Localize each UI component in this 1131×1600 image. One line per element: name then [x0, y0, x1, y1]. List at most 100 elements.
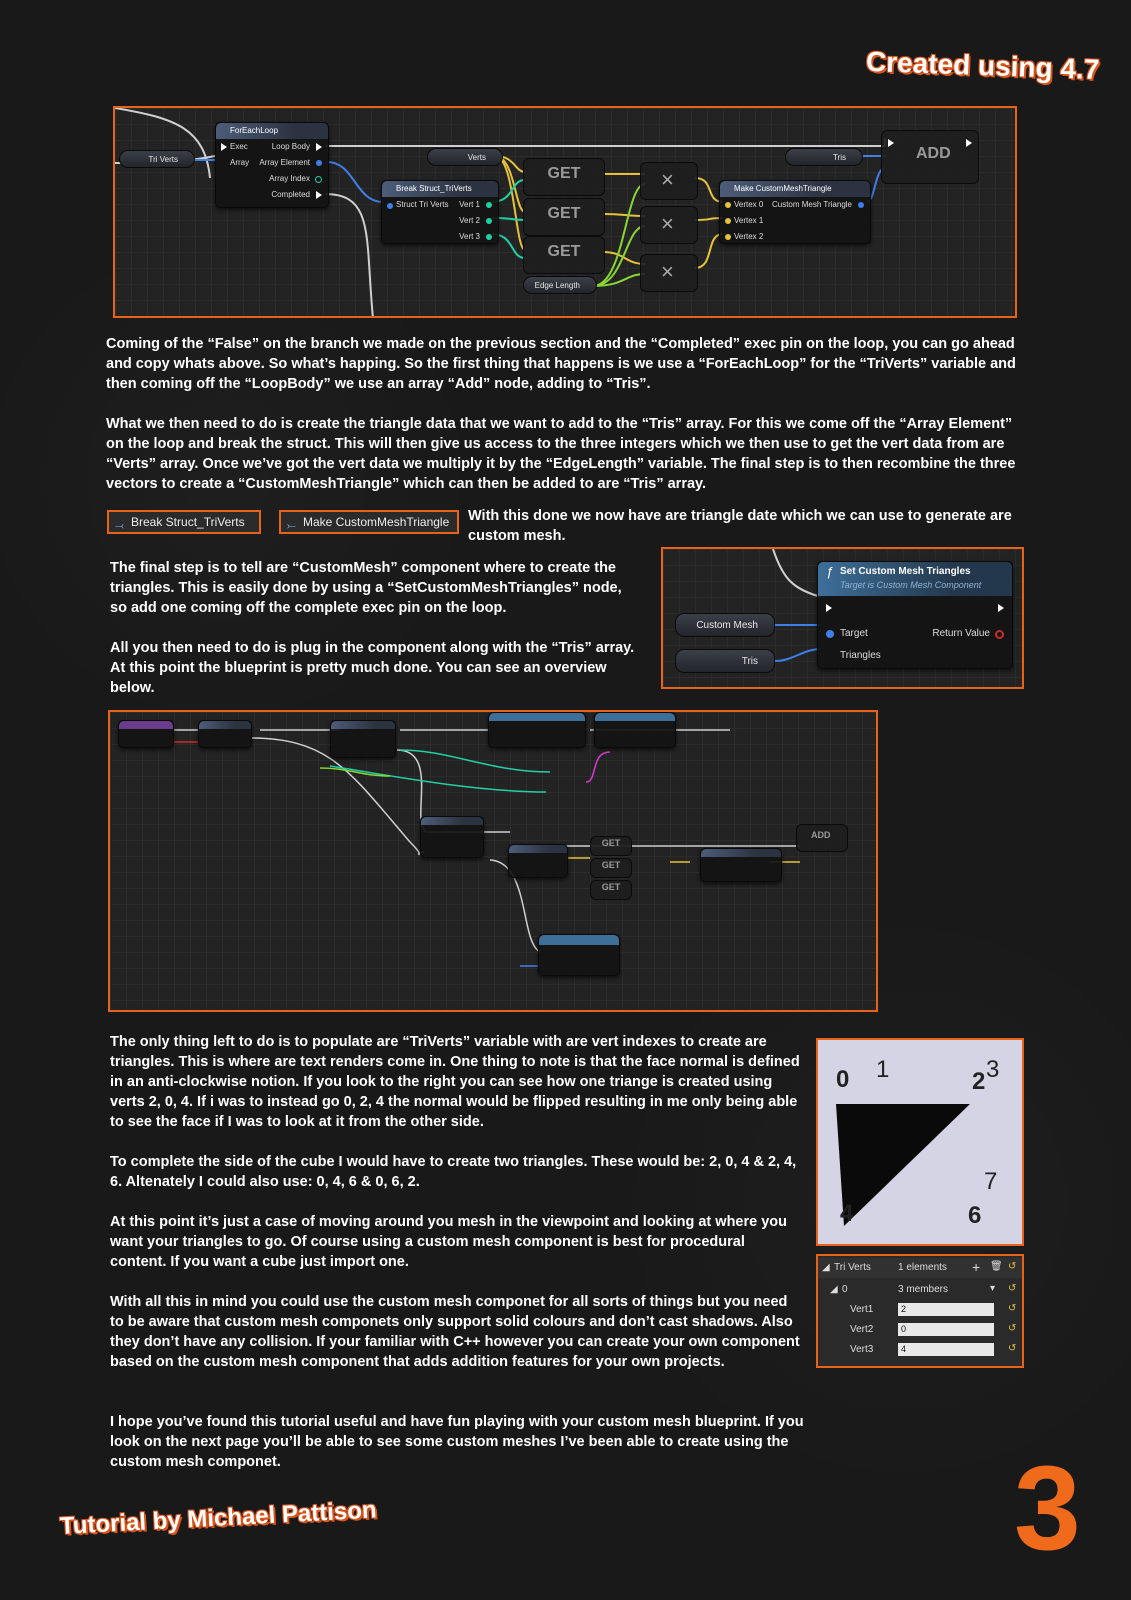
- break-struct-button-label: Break Struct_TriVerts: [131, 515, 245, 529]
- break-vert3-pin: Vert 3: [459, 232, 480, 241]
- vert-label-0: 0: [836, 1066, 850, 1093]
- paragraph-1: Coming of the “False” on the branch we m…: [106, 336, 1016, 392]
- break-struct-button[interactable]: ⤙ Break Struct_TriVerts: [107, 510, 261, 534]
- paragraph-5: All you then need to do is plug in the c…: [110, 640, 635, 696]
- reset-icon[interactable]: ↺: [1008, 1323, 1017, 1334]
- make-vertex2-pin: Vertex 2: [734, 232, 764, 241]
- get-node-2[interactable]: GET: [523, 198, 605, 236]
- break-vert2-pin: Vert 2: [459, 216, 480, 225]
- overview-node-make[interactable]: [700, 848, 782, 882]
- get-node-1[interactable]: GET: [523, 158, 605, 196]
- overview-node-comment[interactable]: [118, 720, 174, 748]
- array-add-node[interactable]: ADD: [881, 130, 979, 184]
- paragraph-6: The only thing left to do is to populate…: [110, 1034, 800, 1130]
- mesh-triangle: [836, 1104, 970, 1226]
- paragraph-8: At this point it’s just a case of moving…: [110, 1214, 788, 1270]
- vert-label-7: 7: [984, 1168, 998, 1195]
- vert-label-3: 3: [986, 1056, 1000, 1083]
- overview-get-3[interactable]: GET: [590, 880, 632, 900]
- overview-node-set[interactable]: [594, 712, 676, 748]
- tutorial-credit: Tutorial by Michael Pattison: [59, 1496, 378, 1540]
- tris-variable[interactable]: Tris: [785, 148, 863, 166]
- details-index-label: 0: [842, 1284, 848, 1295]
- break-struct-input-pin: Struct Tri Verts: [396, 200, 449, 209]
- wires-set-triangles: [772, 549, 822, 662]
- details-members-count: 3 members: [898, 1284, 949, 1295]
- overview-node-set-triangles[interactable]: [538, 934, 620, 976]
- break-struct-node[interactable]: Break Struct_TriVerts Struct Tri Verts V…: [381, 180, 499, 244]
- overview-get-2[interactable]: GET: [590, 858, 632, 878]
- vert3-field[interactable]: 4: [898, 1343, 994, 1356]
- trash-icon[interactable]: 🗑: [990, 1261, 1003, 1272]
- paragraph-9: With all this in mind you could use the …: [110, 1294, 800, 1370]
- reset-icon[interactable]: ↺: [1008, 1343, 1017, 1354]
- overview-node-add-component[interactable]: [488, 712, 586, 748]
- get-node-3[interactable]: GET: [523, 236, 605, 274]
- edge-length-variable[interactable]: Edge Length: [523, 276, 597, 294]
- vert-label-4: 4: [840, 1200, 854, 1227]
- foreach-completed-pin: Completed: [271, 190, 310, 199]
- foreach-loop-title: ForEachLoop: [216, 123, 328, 139]
- tris-variable-2[interactable]: Tris: [675, 649, 775, 673]
- make-triangle-button-label: Make CustomMeshTriangle: [303, 515, 450, 529]
- tri-verts-variable[interactable]: Tri Verts: [119, 150, 195, 168]
- make-vertex1-pin: Vertex 1: [734, 216, 764, 225]
- multiply-node-3[interactable]: ×: [640, 254, 698, 292]
- foreach-exec-pin: Exec: [230, 142, 248, 151]
- foreach-array-pin: Array: [230, 158, 250, 167]
- make-triangle-title: Make CustomMeshTriangle: [720, 181, 870, 197]
- make-triangle-icon: ⤚: [287, 520, 296, 532]
- paragraph-3: With this done we now have are triangle …: [468, 508, 1012, 544]
- vert3-label: Vert3: [850, 1344, 874, 1355]
- break-struct-icon: ⤙: [115, 520, 124, 532]
- custom-mesh-variable[interactable]: Custom Mesh: [675, 613, 775, 637]
- overview-node-foreach-1[interactable]: [330, 720, 396, 758]
- multiply-node-2[interactable]: ×: [640, 206, 698, 244]
- function-icon: ƒ: [826, 564, 834, 579]
- foreach-array-index-pin: Array Index: [269, 174, 310, 183]
- set-triangles-triangles-pin: Triangles: [840, 650, 881, 661]
- vert-label-6: 6: [968, 1202, 982, 1229]
- make-output-pin: Custom Mesh Triangle: [771, 200, 852, 209]
- foreach-loop-node[interactable]: ForEachLoop Exec Array Loop Body Array E…: [215, 122, 329, 208]
- make-triangle-node[interactable]: Make CustomMeshTriangle Vertex 0 Vertex …: [719, 180, 871, 244]
- overview-node-break[interactable]: [508, 844, 568, 878]
- details-tri-verts-label: Tri Verts: [834, 1262, 871, 1273]
- paragraph-4: The final step is to tell are “CustomMes…: [110, 560, 622, 616]
- vert1-field[interactable]: 2: [898, 1303, 994, 1316]
- blueprint-panel-overview: GET GET GET ADD: [108, 710, 878, 1012]
- vert-label-1: 1: [876, 1056, 890, 1083]
- set-triangles-node[interactable]: ƒ Set Custom Mesh Triangles Target is Cu…: [817, 561, 1013, 669]
- reset-icon[interactable]: ↺: [1008, 1303, 1017, 1314]
- mesh-viewport: 0 1 2 3 4 6 7: [816, 1038, 1024, 1246]
- vert2-field[interactable]: 0: [898, 1323, 994, 1336]
- set-triangles-return-pin: Return Value: [932, 628, 990, 639]
- overview-node-branch[interactable]: [198, 720, 252, 748]
- break-struct-title: Break Struct_TriVerts: [382, 181, 498, 197]
- blueprint-panel-set-triangles: ƒ Set Custom Mesh Triangles Target is Cu…: [661, 547, 1024, 689]
- paragraph-10: I hope you’ve found this tutorial useful…: [110, 1414, 804, 1470]
- created-using-heading: Created using 4.7: [865, 45, 1100, 86]
- tri-verts-collapse-icon[interactable]: ◢: [822, 1262, 830, 1273]
- overview-add-node[interactable]: ADD: [796, 824, 848, 852]
- verts-variable[interactable]: Verts: [427, 148, 503, 166]
- vert2-label: Vert2: [850, 1324, 874, 1335]
- make-triangle-button[interactable]: ⤚ Make CustomMeshTriangle: [279, 510, 459, 534]
- overview-node-foreach-2[interactable]: [420, 816, 484, 858]
- reset-icon[interactable]: ↺: [1008, 1283, 1017, 1294]
- set-triangles-subtitle: Target is Custom Mesh Component: [840, 580, 982, 590]
- page-number: 3: [1014, 1441, 1081, 1575]
- element-collapse-icon[interactable]: ◢: [830, 1284, 838, 1295]
- members-dropdown-icon[interactable]: ▾: [990, 1283, 996, 1294]
- add-element-icon[interactable]: +: [972, 1259, 981, 1275]
- break-vert1-pin: Vert 1: [459, 200, 480, 209]
- multiply-node-1[interactable]: ×: [640, 162, 698, 200]
- reset-icon[interactable]: ↺: [1008, 1261, 1017, 1272]
- foreach-array-element-pin: Array Element: [259, 158, 310, 167]
- paragraph-7: To complete the side of the cube I would…: [110, 1154, 797, 1190]
- blueprint-panel-main: ForEachLoop Exec Array Loop Body Array E…: [113, 106, 1017, 318]
- foreach-loop-body-pin: Loop Body: [271, 142, 310, 151]
- vert-label-2: 2: [972, 1068, 986, 1095]
- overview-get-1[interactable]: GET: [590, 836, 632, 856]
- vert1-label: Vert1: [850, 1304, 874, 1315]
